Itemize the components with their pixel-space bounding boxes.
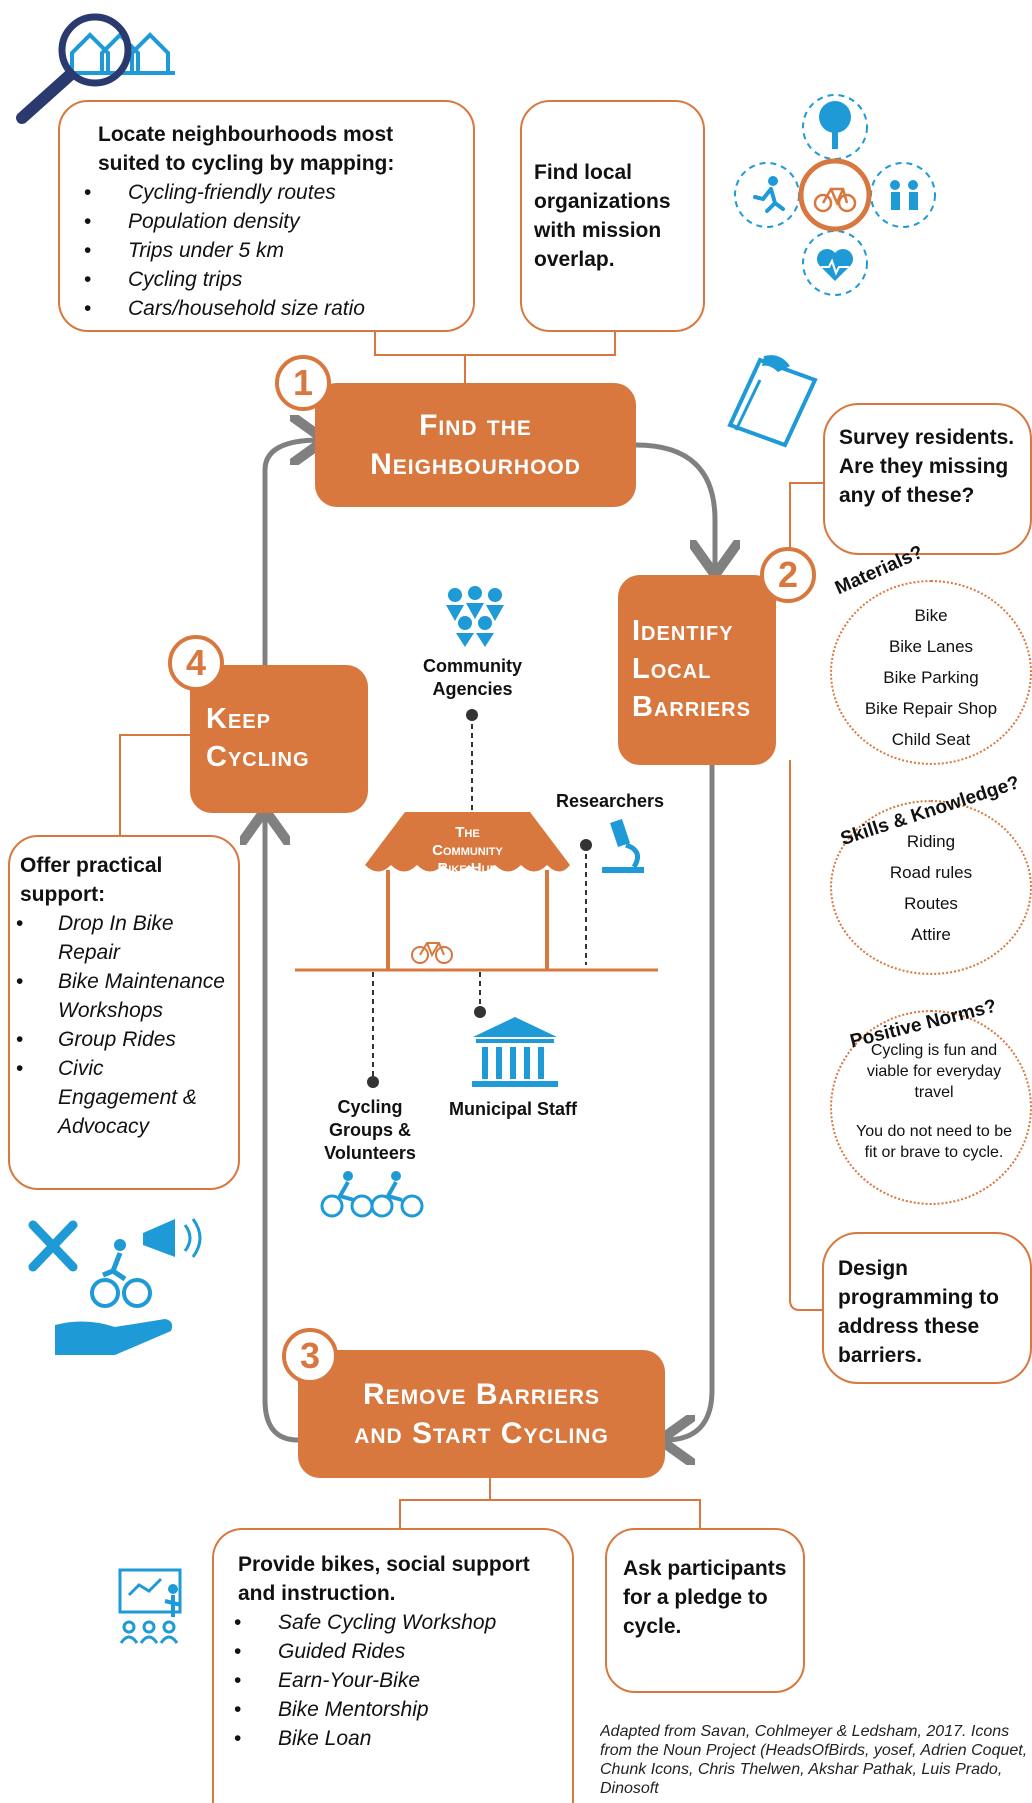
stage-4-line-1: Keep [206, 703, 271, 736]
materials-list: Bike Bike Lanes Bike Parking Bike Repair… [842, 600, 1020, 755]
stage-1-box: Find the Neighbourhood [315, 383, 636, 507]
list-item: Routes [904, 894, 958, 913]
clipboard-icon [727, 355, 818, 448]
stage-4-box: Keep Cycling [190, 665, 368, 813]
survey-connector [789, 482, 823, 560]
list-item: Group Rides [12, 1025, 228, 1054]
researchers-label: Researchers [555, 791, 665, 811]
orgs-callout: Find local organizations with mission ov… [520, 100, 705, 332]
stage-3-badge: 3 [282, 1328, 338, 1384]
arrow-2-to-3 [665, 765, 715, 1440]
bike-hub-canopy [365, 812, 570, 970]
list-item: Civic Engagement & Advocacy [12, 1054, 228, 1141]
provide-list: Safe Cycling Workshop Guided Rides Earn-… [230, 1608, 556, 1753]
cycling-groups-label: Cycling Groups & Volunteers [324, 1097, 416, 1163]
survey-callout: Survey residents. Are they missing any o… [823, 403, 1032, 555]
hub-sign-line-1: The [455, 824, 480, 841]
list-item: Cycling trips [80, 265, 453, 294]
municipal-building-icon [472, 1017, 558, 1087]
support-heading: Offer practical support: [20, 854, 163, 906]
list-item: Road rules [889, 863, 973, 882]
support-list: Drop In Bike Repair Bike Maintenance Wor… [12, 909, 228, 1141]
list-item: Bike [914, 606, 948, 625]
locate-heading: Locate neighbourhoods most suited to cyc… [98, 123, 395, 175]
stage-2-line-3: Barriers [632, 690, 751, 723]
bike-hub-sign: The Community Bike Hub [395, 824, 540, 878]
list-item: Bike Repair Shop [864, 699, 998, 718]
stage-2-line-1: Identify [632, 615, 734, 648]
list-item: Child Seat [891, 730, 971, 749]
list-item: Cycling-friendly routes [80, 178, 453, 207]
stage-2-box: Identify Local Barriers [618, 575, 776, 765]
list-item: Population density [80, 207, 453, 236]
support-callout: Offer practical support: Drop In Bike Re… [8, 835, 240, 1190]
stage-1-badge: 1 [275, 355, 331, 411]
stage-2-line-2: Local [632, 653, 712, 686]
support-connector [119, 734, 190, 835]
bracket-bottom [399, 1478, 701, 1528]
group-cyclists-icon [320, 1171, 424, 1218]
list-item: Bike Loan [230, 1724, 556, 1753]
stage-4-badge: 4 [168, 635, 224, 691]
list-item: Safe Cycling Workshop [230, 1608, 556, 1637]
design-callout: Design programming to address these barr… [822, 1232, 1032, 1384]
microscope-icon [602, 819, 644, 873]
stage-1-line-1: Find the [419, 409, 532, 442]
credit-text: Adapted from Savan, Cohlmeyer & Ledsham,… [600, 1723, 1028, 1797]
pledge-text: Ask participants for a pledge to cycle. [623, 1557, 787, 1638]
list-item: Guided Rides [230, 1637, 556, 1666]
arrow-1-to-2 [635, 442, 715, 570]
list-item: Attire [911, 925, 951, 944]
list-item: Drop In Bike Repair [12, 909, 228, 967]
norms-circle [830, 1010, 1032, 1205]
bracket-top [374, 330, 616, 385]
stage-3-line-1: Remove Barriers [362, 1378, 600, 1411]
tools-megaphone-hand-icon [28, 1218, 202, 1355]
norms-statement-1: Cycling is fun and viable for everyday t… [866, 1042, 1002, 1101]
list-item: Bike Lanes [888, 637, 974, 656]
pledge-callout: Ask participants for a pledge to cycle. [605, 1528, 805, 1693]
arrow-3-to-4 [265, 815, 299, 1443]
hub-sign-line-3: Bike Hub [437, 860, 498, 877]
arrow-4-to-1 [262, 440, 320, 665]
stage-4-line-2: Cycling [206, 741, 310, 773]
wellbeing-icon-cluster [734, 94, 936, 296]
municipal-staff-label: Municipal Staff [448, 1099, 577, 1119]
design-text: Design programming to address these barr… [838, 1257, 999, 1367]
design-connector [789, 760, 822, 1311]
list-item: Bike Maintenance Workshops [12, 967, 228, 1025]
skills-circle [830, 800, 1032, 975]
norms-statements: Cycling is fun and viable for everyday t… [850, 1040, 1018, 1163]
stage-3-box: Remove Barriers and Start Cycling [298, 1350, 665, 1478]
orgs-text: Find local organizations with mission ov… [534, 161, 671, 271]
stage-3-line-2: and Start Cycling [354, 1417, 609, 1450]
hub-sign-line-2: Community [432, 842, 503, 859]
stage-1-line-2: Neighbourhood [370, 448, 581, 481]
list-item: Riding [906, 832, 956, 851]
list-item: Trips under 5 km [80, 236, 453, 265]
materials-circle [830, 580, 1032, 765]
locate-list: Cycling-friendly routes Population densi… [80, 178, 453, 323]
list-item: Bike Parking [883, 668, 979, 687]
survey-text: Survey residents. Are they missing any o… [839, 426, 1015, 507]
provide-heading: Provide bikes, social support and instru… [238, 1553, 530, 1605]
stage-2-badge: 2 [760, 547, 816, 603]
community-agencies-icon [446, 586, 504, 647]
classroom-instruction-icon [118, 1568, 182, 1644]
list-item: Earn-Your-Bike [230, 1666, 556, 1695]
list-item: Cars/household size ratio [80, 294, 453, 323]
community-agencies-label: Community Agencies [423, 656, 522, 699]
locate-callout: Locate neighbourhoods most suited to cyc… [58, 100, 475, 332]
list-item: Bike Mentorship [230, 1695, 556, 1724]
skills-list: Riding Road rules Routes Attire [842, 826, 1020, 950]
provide-callout: Provide bikes, social support and instru… [212, 1528, 574, 1803]
norms-statement-2: You do not need to be fit or brave to cy… [856, 1123, 1012, 1161]
magnifier-houses-icon [16, 13, 175, 124]
